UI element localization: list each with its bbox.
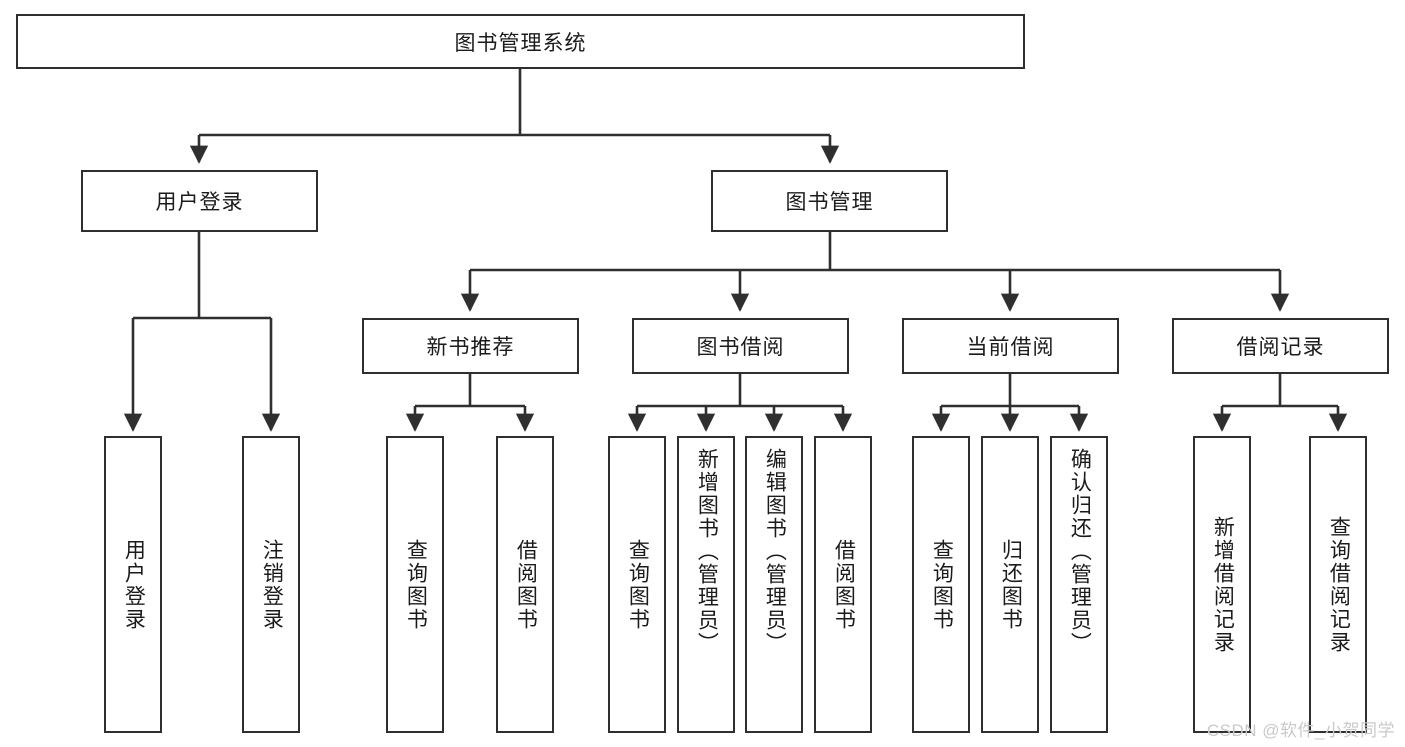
node-leaf-logout[interactable]: 注销登录 (242, 436, 300, 733)
node-leaf-query-book-1[interactable]: 查询图书 (386, 436, 444, 733)
node-leaf-user-login-label: 用户登录 (122, 538, 146, 631)
node-leaf-query-book-3-label: 查询图书 (930, 538, 954, 631)
node-leaf-return-book[interactable]: 归还图书 (981, 436, 1039, 733)
node-leaf-query-record-label: 查询借阅记录 (1327, 515, 1351, 654)
node-leaf-borrow-book-1[interactable]: 借阅图书 (496, 436, 554, 733)
node-leaf-confirm-return-label: 确认归还（管理员） (1068, 448, 1092, 655)
watermark-text: CSDN @软件_小贺同学 (1206, 721, 1395, 740)
node-current-borrow[interactable]: 当前借阅 (902, 318, 1119, 374)
node-leaf-borrow-book-2[interactable]: 借阅图书 (814, 436, 872, 733)
node-leaf-borrow-book-1-label: 借阅图书 (514, 538, 538, 631)
node-root-label: 图书管理系统 (454, 31, 587, 55)
node-leaf-user-login[interactable]: 用户登录 (104, 436, 162, 733)
node-new-book-rec[interactable]: 新书推荐 (362, 318, 579, 374)
node-current-borrow-label: 当前借阅 (966, 336, 1055, 359)
node-new-book-rec-label: 新书推荐 (426, 336, 515, 359)
node-leaf-query-book-1-label: 查询图书 (404, 538, 428, 631)
node-borrow-record-label: 借阅记录 (1236, 336, 1325, 359)
node-leaf-return-book-label: 归还图书 (999, 538, 1023, 631)
node-leaf-edit-book-label: 编辑图书（管理员） (763, 448, 787, 655)
node-leaf-add-record-label: 新增借阅记录 (1211, 515, 1235, 654)
node-leaf-borrow-book-2-label: 借阅图书 (832, 538, 856, 631)
node-leaf-query-record[interactable]: 查询借阅记录 (1309, 436, 1367, 733)
node-leaf-logout-label: 注销登录 (260, 538, 284, 631)
node-borrow-record[interactable]: 借阅记录 (1172, 318, 1389, 374)
node-leaf-query-book-2-label: 查询图书 (626, 538, 650, 631)
node-book-manage[interactable]: 图书管理 (711, 170, 948, 232)
node-leaf-edit-book[interactable]: 编辑图书（管理员） (745, 436, 803, 733)
node-user-login[interactable]: 用户登录 (81, 170, 318, 232)
node-leaf-confirm-return[interactable]: 确认归还（管理员） (1050, 436, 1108, 733)
node-leaf-add-book-label: 新增图书（管理员） (695, 448, 719, 655)
node-root[interactable]: 图书管理系统 (16, 14, 1025, 69)
node-book-borrow[interactable]: 图书借阅 (632, 318, 849, 374)
node-leaf-query-book-2[interactable]: 查询图书 (608, 436, 666, 733)
node-leaf-add-book[interactable]: 新增图书（管理员） (677, 436, 735, 733)
node-book-borrow-label: 图书借阅 (696, 336, 785, 359)
node-leaf-query-book-3[interactable]: 查询图书 (912, 436, 970, 733)
node-leaf-add-record[interactable]: 新增借阅记录 (1193, 436, 1251, 733)
node-book-manage-label: 图书管理 (785, 191, 874, 214)
node-user-login-label: 用户登录 (155, 191, 244, 214)
